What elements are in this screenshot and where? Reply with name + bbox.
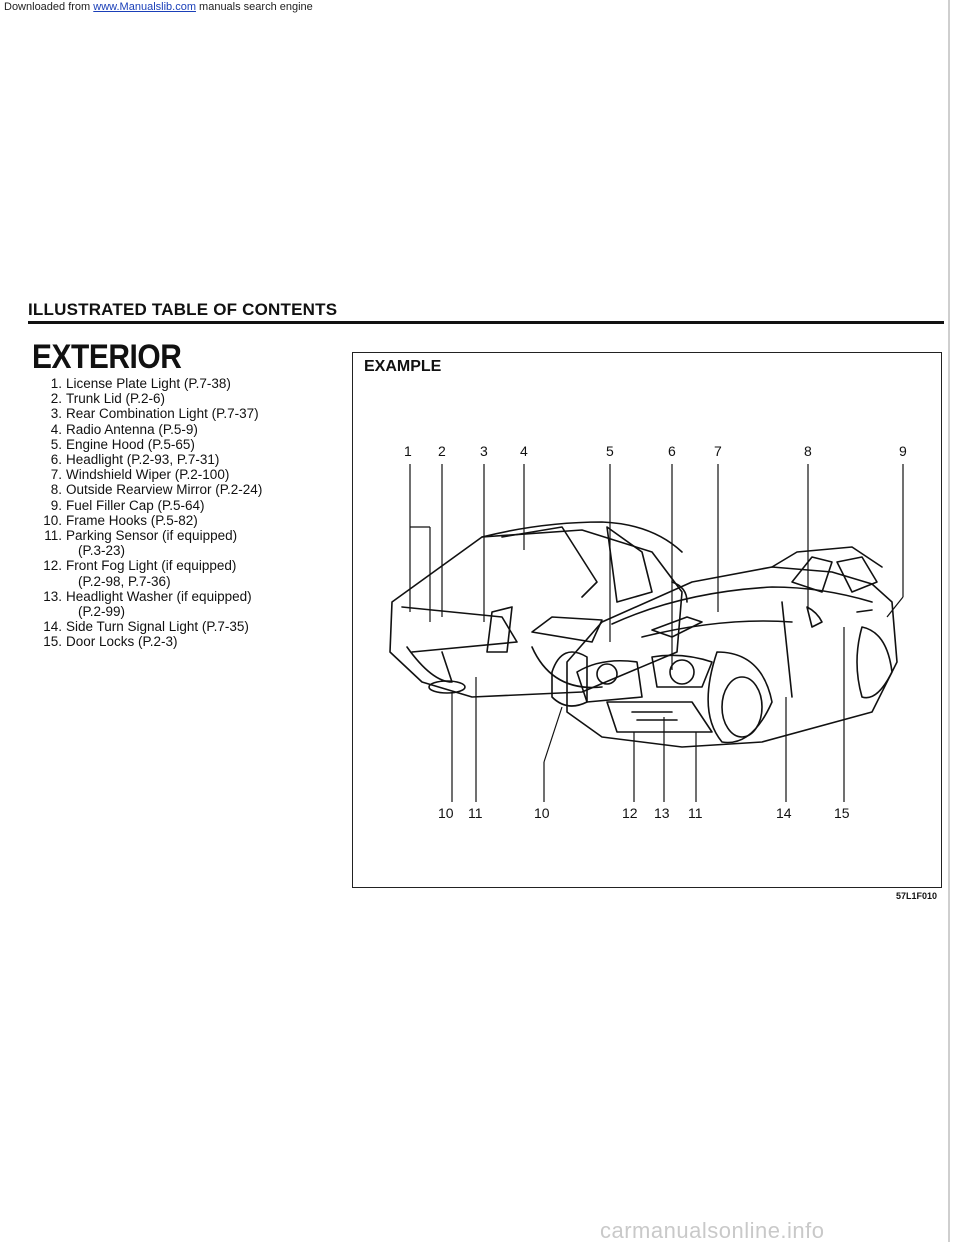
callout-label: 10	[534, 805, 550, 821]
list-item[interactable]: 4.Radio Antenna (P.5-9)	[50, 421, 198, 437]
list-item[interactable]: 7.Windshield Wiper (P.2-100)	[50, 467, 230, 483]
bottom-callouts: 10 11 10 12 13 11 14 15	[438, 805, 850, 821]
list-item[interactable]: 5.Engine Hood (P.5-65)	[50, 436, 195, 452]
list-item[interactable]: 6.Headlight (P.2-93, P.7-31)	[50, 452, 220, 468]
callout-label: 8	[804, 443, 812, 459]
callout-label: 13	[654, 805, 670, 821]
rear-car-drawing	[389, 521, 688, 698]
list-item[interactable]: 14.Side Turn Signal Light (P.7-35)	[43, 619, 249, 635]
callout-label: 6	[668, 443, 676, 459]
front-car-drawing	[551, 546, 898, 748]
list-item[interactable]: 15.Door Locks (P.2-3)	[43, 634, 178, 650]
callout-label: 9	[899, 443, 907, 459]
example-label: EXAMPLE	[364, 358, 442, 375]
manualslib-link[interactable]: www.Manualslib.com	[93, 1, 196, 13]
callout-label: 12	[622, 805, 638, 821]
example-figure-frame	[352, 352, 942, 888]
callout-label: 15	[834, 805, 850, 821]
callout-label: 14	[776, 805, 792, 821]
list-item[interactable]: 10.Frame Hooks (P.5-82)	[43, 512, 198, 528]
footer-watermark: carmanualsonline.info	[600, 1218, 825, 1243]
banner-prefix: Downloaded from	[4, 1, 94, 13]
car-exterior-illustration: 1 2 3 4 5 6 7 8 9 10 11 10 12 13 11 14 1…	[389, 443, 907, 821]
header-rule	[28, 321, 944, 324]
figure-code: 57L1F010	[896, 891, 938, 901]
toc-list: 1.License Plate Light (P.7-38) 2.Trunk L…	[40, 376, 340, 650]
callout-label: 3	[480, 443, 488, 459]
callout-label: 5	[606, 443, 614, 459]
callout-label: 11	[468, 805, 483, 821]
callout-label: 4	[520, 443, 528, 459]
callout-label: 11	[688, 805, 703, 821]
banner-suffix: manuals search engine	[195, 1, 313, 13]
callout-label: 1	[404, 443, 412, 459]
list-item[interactable]: 11.Parking Sensor (if equipped)(P.3-23)	[44, 528, 238, 559]
callout-label: 2	[438, 443, 446, 459]
page-title: EXTERIOR	[32, 338, 182, 376]
list-item[interactable]: 8.Outside Rearview Mirror (P.2-24)	[50, 482, 263, 498]
callout-label: 10	[438, 805, 454, 821]
callout-label: 7	[714, 443, 722, 459]
list-item[interactable]: 1.License Plate Light (P.7-38)	[50, 376, 231, 391]
list-item[interactable]: 3.Rear Combination Light (P.7-37)	[50, 406, 259, 422]
list-item[interactable]: 13.Headlight Washer (if equipped)(P.2-99…	[43, 588, 252, 620]
page-edge-line	[948, 0, 950, 1242]
download-banner: Downloaded from www.Manualslib.com manua…	[4, 0, 944, 14]
list-item[interactable]: 9.Fuel Filler Cap (P.5-64)	[50, 497, 205, 513]
leader-lines	[409, 464, 904, 802]
top-callouts: 1 2 3 4 5 6 7 8 9	[404, 443, 907, 459]
list-item[interactable]: 12.Front Fog Light (if equipped)(P.2-98,…	[43, 558, 237, 589]
list-item[interactable]: 2.Trunk Lid (P.2-6)	[50, 391, 166, 407]
section-header: ILLUSTRATED TABLE OF CONTENTS	[28, 300, 338, 319]
